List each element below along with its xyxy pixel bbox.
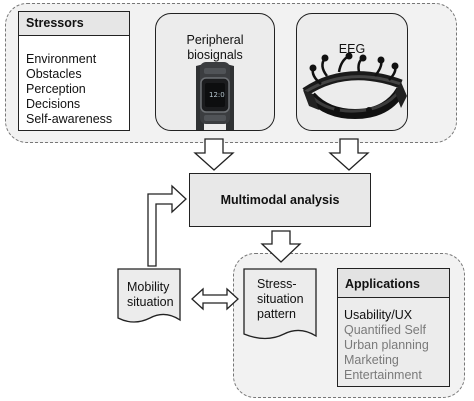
- multimodal-analysis-box: Multimodal analysis: [189, 173, 371, 227]
- applications-title-bar: [338, 269, 449, 298]
- eeg-headset-icon: [302, 52, 407, 120]
- application-item: Marketing: [344, 353, 399, 367]
- stressor-item: Environment: [26, 52, 97, 66]
- peripheral-label: Peripheral biosignals: [186, 33, 244, 62]
- application-item: Usability/UX: [344, 308, 413, 322]
- svg-text:12:0: 12:0: [209, 91, 225, 99]
- arrow-down-eeg: [328, 138, 370, 171]
- smartwatch-icon: 12:0: [196, 62, 234, 130]
- applications-box: Applications Usability/UX Quantified Sel…: [337, 268, 450, 387]
- eeg-box: EEG: [296, 13, 408, 131]
- stressor-item: Obstacles: [26, 67, 82, 81]
- arrow-mobility-to-analysis: [147, 184, 187, 267]
- arrow-down-peripheral: [193, 138, 235, 171]
- stressor-item: Perception: [26, 82, 86, 96]
- stressor-item: Decisions: [26, 97, 81, 111]
- applications-title: Applications: [345, 277, 421, 291]
- eeg-label: EEG: [338, 42, 366, 56]
- application-item: Entertainment: [344, 368, 422, 382]
- peripheral-biosignals-box: Peripheral biosignals 12:0: [155, 13, 275, 131]
- arrow-down-analysis: [260, 230, 302, 263]
- applications-list: Usability/UX Quantified Self Urban plann…: [344, 308, 452, 383]
- pattern-label: Stress- situation pattern: [257, 277, 304, 321]
- stressors-title: Stressors: [26, 16, 84, 30]
- stressors-title-bar: [19, 12, 129, 36]
- multimodal-analysis-label: Multimodal analysis: [220, 193, 340, 207]
- stressor-item: Self-awareness: [26, 112, 113, 126]
- mobility-label: Mobility situation: [127, 280, 174, 309]
- stressors-list: Environment Obstacles Perception Decisio…: [26, 52, 131, 127]
- application-item: Urban planning: [344, 338, 429, 352]
- application-item: Quantified Self: [344, 323, 426, 337]
- arrow-bidirectional: [191, 287, 239, 311]
- stressors-box: Stressors Environment Obstacles Percepti…: [18, 11, 130, 131]
